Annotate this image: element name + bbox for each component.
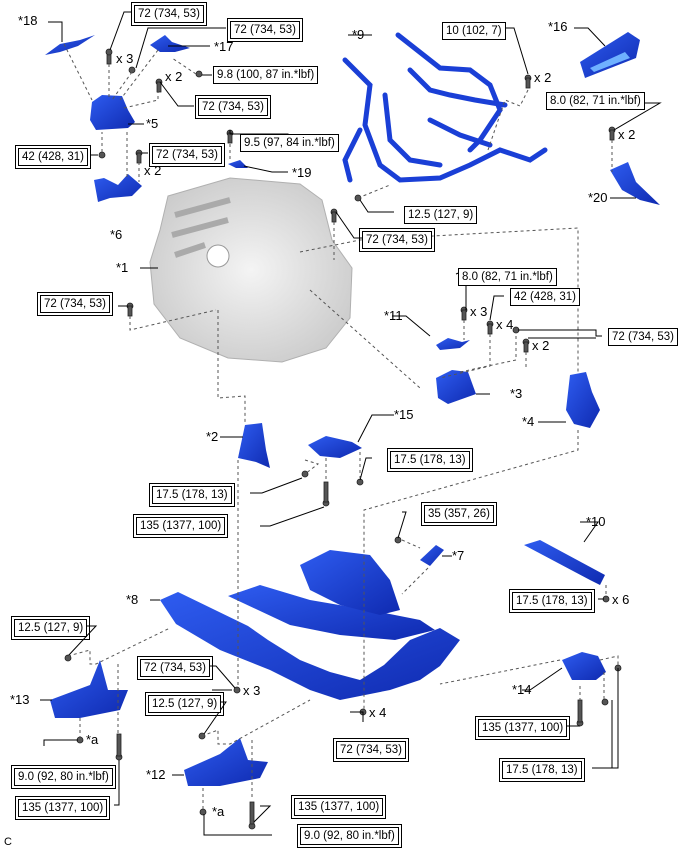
callout-16: *16 [548, 19, 568, 34]
torque-spec: 8.0 (82, 71 in.*lbf) [546, 92, 645, 110]
callout-8: *8 [126, 592, 139, 607]
callout-14: *14 [512, 682, 532, 697]
torque-spec: 9.0 (92, 80 in.*lbf) [11, 765, 116, 789]
torque-spec: 35 (357, 26) [420, 502, 498, 526]
engine-assembly [149, 177, 353, 363]
torque-spec: 72 (734, 53) [226, 18, 304, 42]
part-11 [436, 338, 470, 350]
part-4 [566, 372, 600, 428]
callout-4: *4 [522, 414, 535, 429]
torque-spec: 9.8 (100, 87 in.*lbf) [213, 66, 319, 84]
callout-17: *17 [214, 39, 234, 54]
torque-spec: 135 (1377, 100) [14, 796, 111, 820]
wire-harness [342, 32, 548, 183]
part-3 [436, 370, 476, 404]
part-7 [420, 545, 444, 566]
leader-lines [40, 11, 662, 836]
part-15 [308, 436, 362, 458]
torque-spec: 72 (734, 53) [148, 143, 226, 167]
quantity-label: x 3 [470, 304, 488, 319]
quantity-label: x 6 [612, 592, 630, 607]
part-14 [562, 652, 606, 680]
torque-spec: 8.0 (82, 71 in.*lbf) [458, 268, 557, 286]
part-20 [610, 162, 660, 205]
part-5 [90, 95, 135, 130]
torque-spec: 72 (734, 53) [608, 328, 679, 346]
callout-18: *18 [18, 13, 38, 28]
torque-spec: 42 (428, 31) [510, 288, 581, 306]
callout-9: *9 [352, 27, 365, 42]
torque-spec: 12.5 (127, 9) [404, 206, 478, 224]
callout-20: *20 [588, 190, 608, 205]
torque-spec: 72 (734, 53) [36, 292, 114, 316]
quantity-label: x 3 [116, 51, 134, 66]
callout-13: *13 [10, 692, 30, 707]
quantity-label: x 3 [243, 683, 261, 698]
part-19 [228, 160, 248, 168]
part-6 [94, 174, 142, 202]
callout-19: *19 [292, 165, 312, 180]
callout-2: *2 [206, 429, 219, 444]
quantity-label: x 2 [532, 338, 550, 353]
assembly-guide-lines [63, 43, 619, 810]
quantity-label: x 4 [496, 317, 514, 332]
torque-spec: 72 (734, 53) [194, 95, 272, 119]
torque-spec: 135 (1377, 100) [474, 716, 571, 740]
quantity-label: x 4 [369, 705, 387, 720]
part-10 [524, 540, 605, 585]
torque-spec: 17.5 (178, 13) [509, 589, 595, 613]
callout-a-13: *a [86, 732, 99, 747]
callout-11: *11 [384, 308, 403, 323]
torque-spec: 9.5 (97, 84 in.*lbf) [240, 134, 339, 152]
part-8-suspension-member [160, 550, 460, 700]
torque-spec: 42 (428, 31) [14, 145, 92, 169]
part-2 [238, 423, 270, 468]
torque-spec: 72 (734, 53) [332, 738, 410, 762]
figure-code: C [4, 836, 12, 848]
torque-spec: 17.5 (178, 13) [149, 483, 235, 507]
part-18 [45, 35, 95, 55]
torque-spec: 72 (734, 53) [358, 228, 436, 252]
callout-12: *12 [146, 767, 166, 782]
torque-spec: 12.5 (127, 9) [144, 692, 225, 716]
part-13 [50, 660, 128, 718]
torque-spec: 12.5 (127, 9) [10, 616, 91, 640]
callout-1: *1 [116, 260, 129, 275]
callout-3: *3 [510, 386, 523, 401]
quantity-label: x 2 [534, 70, 552, 85]
torque-spec: 10 (102, 7) [442, 22, 506, 40]
torque-spec: 72 (734, 53) [136, 656, 214, 680]
callout-15: *15 [394, 407, 414, 422]
part-17 [150, 35, 190, 52]
callout-7: *7 [452, 548, 465, 563]
quantity-label: x 2 [165, 69, 183, 84]
torque-spec: 72 (734, 53) [130, 2, 208, 26]
torque-spec: 135 (1377, 100) [132, 514, 229, 538]
quantity-label: x 2 [144, 163, 162, 178]
torque-spec: 9.0 (92, 80 in.*lbf) [297, 824, 402, 848]
torque-spec: 17.5 (178, 13) [499, 758, 585, 782]
torque-spec: 17.5 (178, 13) [387, 448, 473, 472]
part-12 [184, 738, 268, 786]
callout-10: *10 [586, 514, 606, 529]
callout-5: *5 [146, 116, 159, 131]
part-16 [580, 32, 640, 78]
callout-a-12: *a [212, 804, 225, 819]
quantity-label: x 2 [618, 127, 636, 142]
callout-6: *6 [110, 227, 123, 242]
torque-spec: 135 (1377, 100) [290, 795, 387, 819]
